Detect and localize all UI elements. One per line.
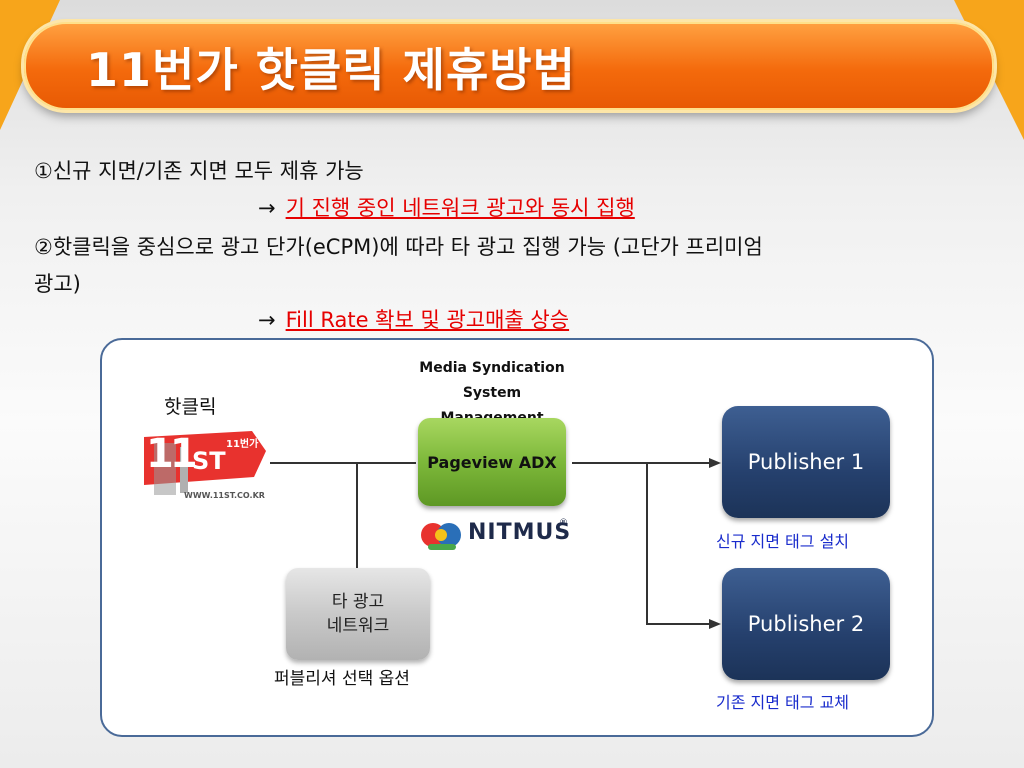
other-network-caption: 퍼블리셔 선택 옵션 [274,669,410,689]
publisher-1-label: Publisher 1 [747,450,865,474]
title-bar: 11번가 핫클릭 제휴방법 [24,22,994,110]
pageview-adx-box: Pageview ADX [418,418,566,506]
bullet-2-result: → Fill Rate 확보 및 광고매출 상승 [258,304,569,334]
hotclick-label: 핫클릭 [164,396,217,418]
connector-publisher2 [646,623,712,625]
adx-label: Pageview ADX [427,452,557,472]
publisher-1-caption: 신규 지면 태그 설치 [716,532,850,551]
other-network-line-1: 타 광고 [331,592,385,612]
arrow-right-icon: → [258,308,276,332]
nitmus-wordmark: NITMUS [468,520,572,545]
other-network-line-2: 네트워크 [326,616,390,636]
bullet-1-result-text: 기 진행 중인 네트워크 광고와 동시 집행 [285,196,635,220]
other-network-box: 타 광고 네트워크 [286,568,430,660]
logo-11st-st: ST [192,447,226,475]
nitmus-mark-icon [421,523,461,550]
arrowhead-icon [709,458,721,468]
connector-adx-publisher1 [572,462,712,464]
logo-11st-number: 11 [146,431,198,477]
nitmus-registered-mark: ® [559,518,568,528]
bullet-2-result-text: Fill Rate 확보 및 광고매출 상승 [285,308,570,332]
connector-network-vertical [356,462,358,568]
logo-11st-url: WWW.11ST.CO.KR [184,491,265,500]
bullet-2-line-1: ②핫클릭을 중심으로 광고 단가(eCPM)에 따라 타 광고 집행 가능 (고… [34,235,763,259]
bullet-1: ①신규 지면/기존 지면 모두 제휴 가능 [34,159,364,183]
page-title: 11번가 핫클릭 제휴방법 [86,43,576,97]
connector-hotclick-adx [270,462,416,464]
mss-line-1: Media Syndication [419,360,565,376]
arrowhead-icon [709,619,721,629]
logo-11st-korean: 11번가 [226,439,259,450]
connector-vertical-right [646,462,648,624]
nitmus-logo: NITMUS ® [420,516,570,556]
logo-11st-shape [144,431,266,495]
publisher-2-box: Publisher 2 [722,568,890,680]
publisher-2-caption: 기존 지면 태그 교체 [716,693,850,712]
logo-11st: 11 ST 11번가 WWW.11ST.CO.KR [140,425,270,505]
publisher-2-label: Publisher 2 [747,612,865,636]
publisher-1-box: Publisher 1 [722,406,890,518]
arrow-right-icon: → [258,196,276,220]
bullet-2-line-2: 광고) [34,272,81,296]
bullet-1-result: → 기 진행 중인 네트워크 광고와 동시 집행 [258,192,635,222]
